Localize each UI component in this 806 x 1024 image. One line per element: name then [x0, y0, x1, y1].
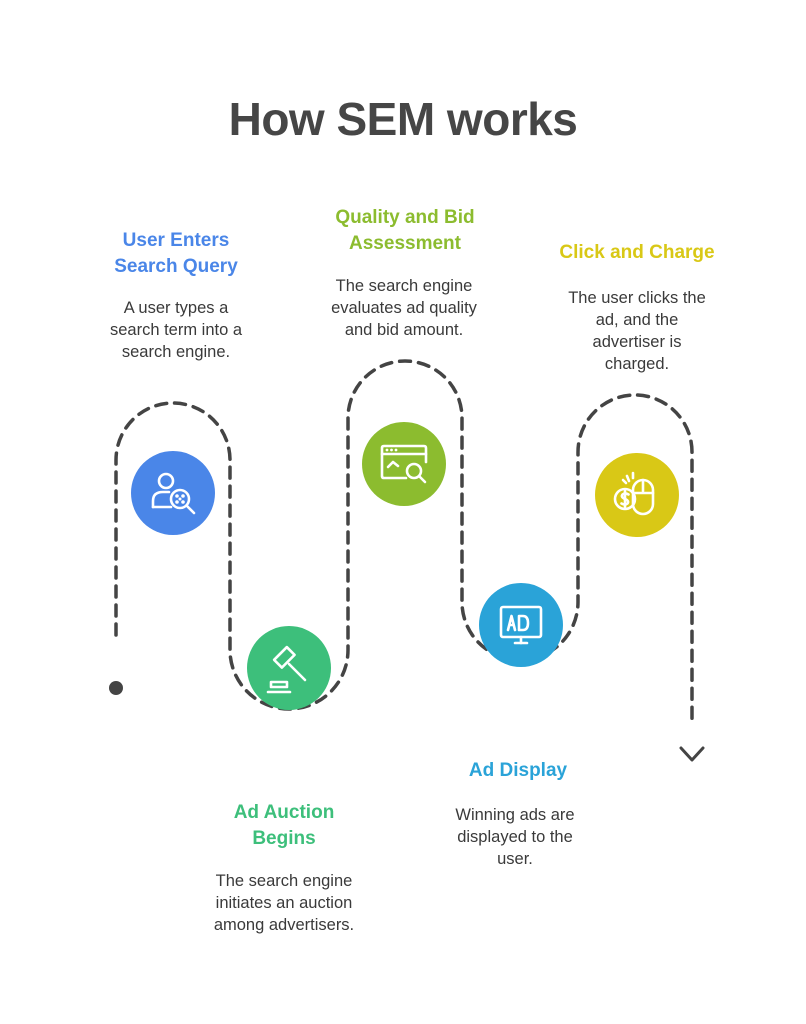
- mouse-dollar-icon: [613, 471, 655, 516]
- step-5-description: The user clicks the ad, and the advertis…: [568, 289, 706, 373]
- step-4-title: Ad Display: [468, 760, 568, 781]
- step-3-description: The search engine evaluates ad quality a…: [331, 277, 477, 339]
- end-arrow-icon: [679, 746, 705, 762]
- step-1-title: User Enters Search Query: [114, 230, 238, 277]
- step-4-circle: [479, 583, 563, 667]
- step-1-circle: [131, 451, 215, 535]
- step-2-circle: [247, 626, 331, 710]
- step-5-circle: [595, 453, 679, 537]
- step-3-title: Quality and Bid Assessment: [335, 207, 475, 254]
- step-5-title: Click and Charge: [559, 242, 715, 263]
- step-4-description: Winning ads are displayed to the user.: [455, 806, 575, 868]
- step-2-description: The search engine initiates an auction a…: [213, 872, 355, 934]
- ad-monitor-icon: [499, 605, 543, 645]
- page-title: How SEM works: [228, 93, 578, 145]
- start-dot: [109, 681, 123, 695]
- webpage-search-icon: [380, 444, 428, 484]
- user-search-icon: [151, 472, 196, 515]
- step-1-description: A user types a search term into a search…: [109, 299, 243, 361]
- step-2-title: Ad Auction Begins: [233, 802, 335, 849]
- step-3-circle: [362, 422, 446, 506]
- gavel-icon: [266, 645, 307, 694]
